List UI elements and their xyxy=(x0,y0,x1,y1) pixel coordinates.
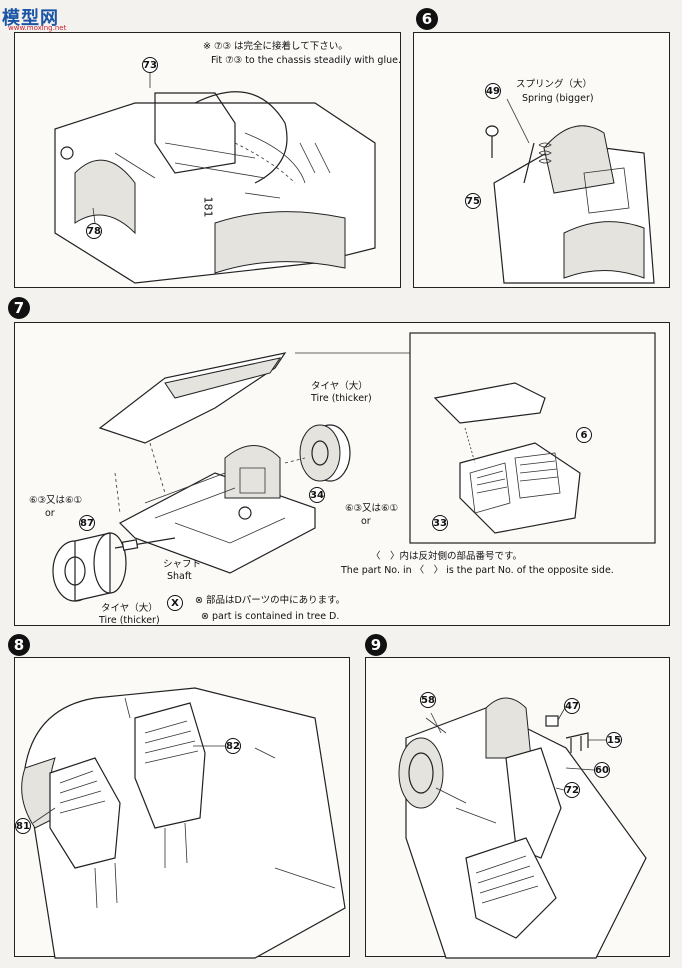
part-tag-78: 78 xyxy=(86,223,102,239)
step7-assembly-drawing xyxy=(52,332,656,602)
step-number-6: 6 xyxy=(416,8,438,30)
x-note-jp: ⊗ 部品はDパーツの中にあります。 xyxy=(195,595,346,606)
shaft-label-jp: シャフト xyxy=(163,559,202,570)
x-mark-icon: X xyxy=(167,595,183,611)
or-left-parts: ⑥③又は⑥① xyxy=(29,495,83,506)
step5-note-en: Fit ⑦③ to the chassis steadily with glue… xyxy=(211,55,401,66)
part-tag-81: 81 xyxy=(15,818,31,834)
step6-spring-drawing xyxy=(485,98,655,284)
x-note-en: ⊗ part is contained in tree D. xyxy=(201,611,340,622)
part-tag-72: 72 xyxy=(564,782,580,798)
chassis-marking: 181 xyxy=(201,196,215,218)
part-tag-33: 33 xyxy=(432,515,448,531)
site-url: www.moxing.net xyxy=(8,24,67,32)
part-tag-87: 87 xyxy=(79,515,95,531)
step-number-8: 8 xyxy=(8,634,30,656)
step5-panel: ※ ⑦③ は完全に接着して下さい。 Fit ⑦③ to the chassis … xyxy=(14,32,401,288)
spring-label-jp: スプリング（大） xyxy=(516,79,593,90)
opposite-note-jp: 〈 〉内は反対側の部品番号です。 xyxy=(371,551,523,562)
or-right-word: or xyxy=(361,516,371,527)
part-tag-73: 73 xyxy=(142,57,158,73)
part-tag-82: 82 xyxy=(225,738,241,754)
step6-panel: スプリング（大） Spring (bigger) 49 75 xyxy=(413,32,670,288)
or-left-word: or xyxy=(45,508,55,519)
part-tag-58: 58 xyxy=(420,692,436,708)
tire-bottom-en: Tire (thicker) xyxy=(99,615,160,626)
step9-panel: 58 47 15 60 72 xyxy=(365,657,670,959)
tire-bottom-jp: タイヤ（大） xyxy=(101,603,158,614)
part-tag-49: 49 xyxy=(485,83,501,99)
or-right-parts: ⑥③又は⑥① xyxy=(345,503,399,514)
shaft-label-en: Shaft xyxy=(167,571,192,582)
step5-note-jp: ※ ⑦③ は完全に接着して下さい。 xyxy=(203,41,348,52)
part-tag-34: 34 xyxy=(309,487,325,503)
part-tag-60: 60 xyxy=(594,762,610,778)
step5-chassis-drawing xyxy=(54,71,376,284)
step7-panel: タイヤ（大） Tire (thicker) ⑥③又は⑥① or ⑥③又は⑥① o… xyxy=(14,322,670,626)
opposite-note-en: The part No. in 〈 〉 is the part No. of t… xyxy=(341,565,614,576)
tire-top-en: Tire (thicker) xyxy=(311,393,372,404)
step8-seats-drawing xyxy=(21,687,346,959)
step-number-9: 9 xyxy=(365,634,387,656)
spring-label-en: Spring (bigger) xyxy=(522,93,594,104)
step8-panel: 82 81 xyxy=(14,657,350,959)
tire-top-jp: タイヤ（大） xyxy=(311,381,368,392)
part-tag-6: 6 xyxy=(576,427,592,443)
step-number-7: 7 xyxy=(8,297,30,319)
part-tag-47: 47 xyxy=(564,698,580,714)
site-logo: 模型网 xyxy=(2,8,59,29)
part-tag-15: 15 xyxy=(606,732,622,748)
step9-interior-drawing xyxy=(398,697,647,959)
part-tag-75: 75 xyxy=(465,193,481,209)
